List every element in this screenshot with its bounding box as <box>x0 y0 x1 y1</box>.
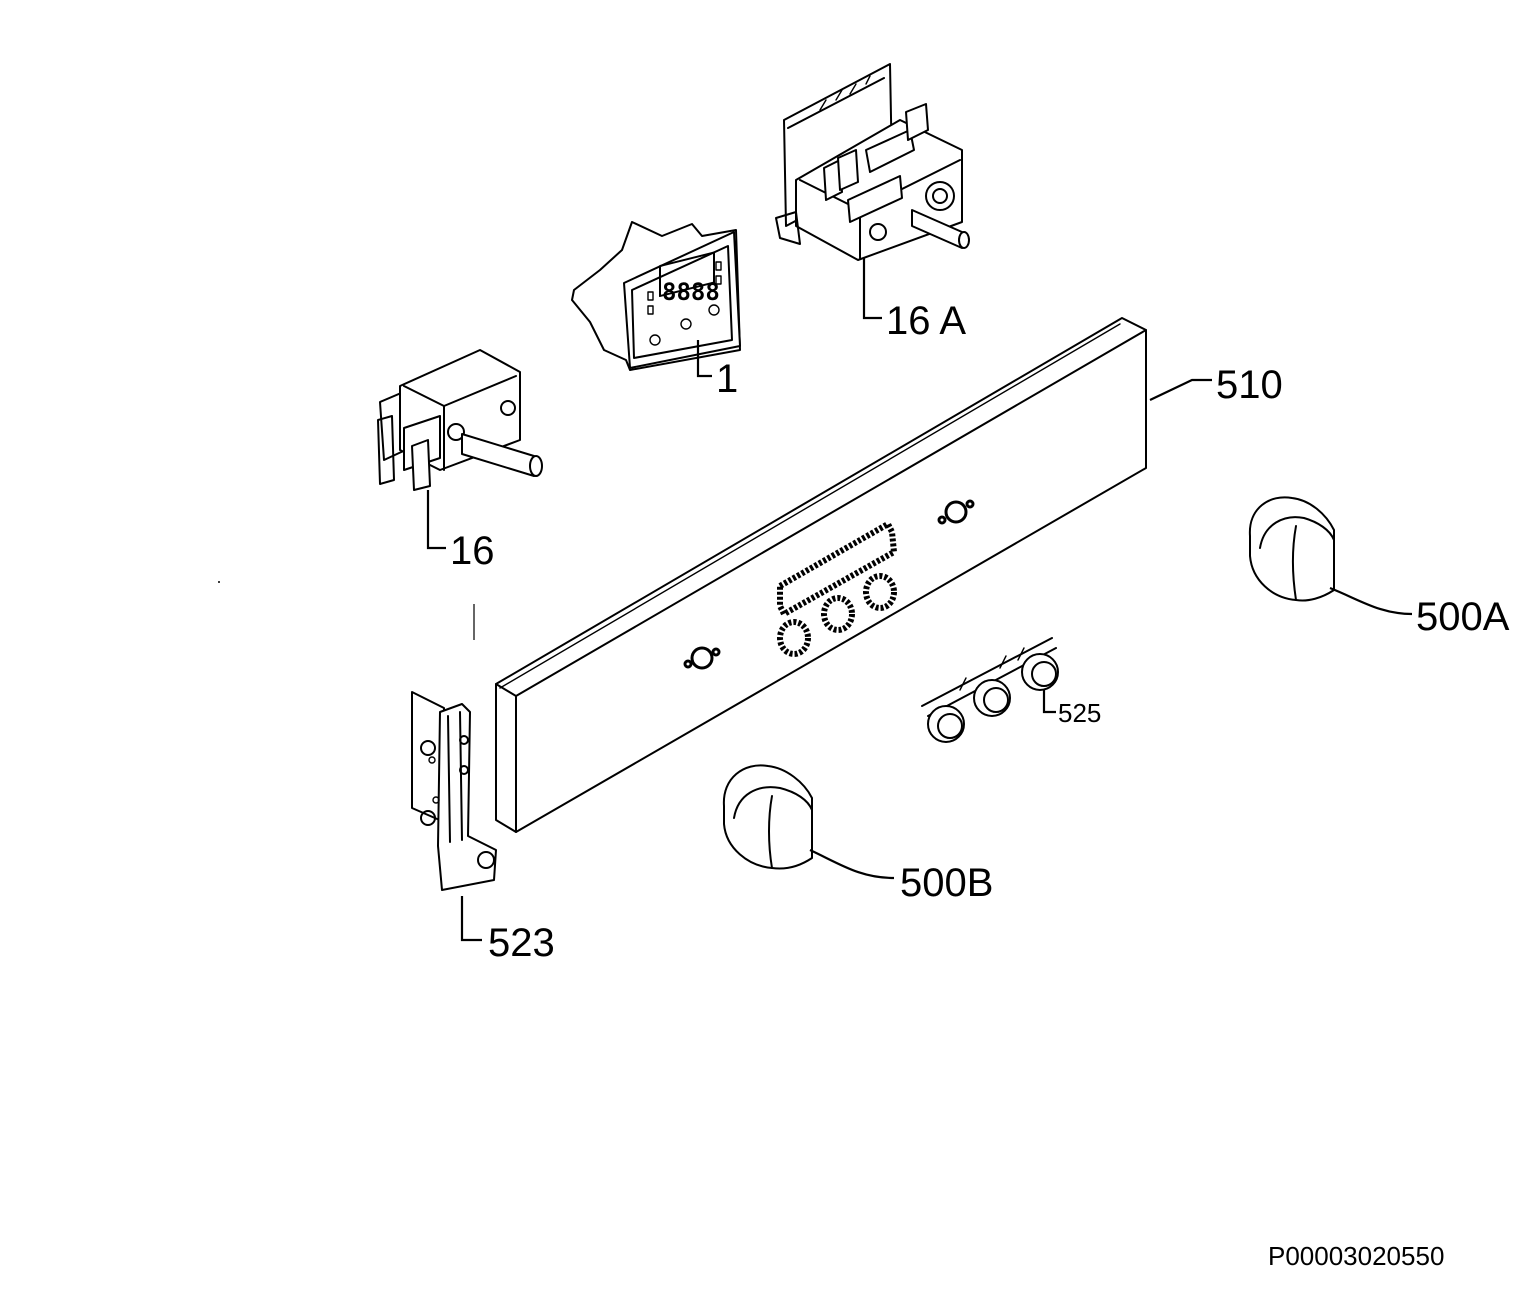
leader-500b <box>809 849 895 880</box>
label-510: 510 <box>1216 363 1283 407</box>
label-16a: 16 A <box>886 299 966 343</box>
timer-display-module: 8888 <box>571 221 741 371</box>
thermostat-switch-16 <box>377 349 543 491</box>
leader-16a <box>862 258 882 320</box>
knob-500a <box>1248 496 1335 602</box>
control-panel-510 <box>495 317 1147 833</box>
knob-500b <box>722 764 813 870</box>
push-buttons-525 <box>921 637 1059 743</box>
drawing-code: P00003020550 <box>1268 1241 1444 1271</box>
side-bracket-523 <box>411 691 497 891</box>
label-500a: 500A <box>1416 595 1510 639</box>
leader-510 <box>1149 378 1212 401</box>
leader-525 <box>1042 690 1056 714</box>
leader-500a <box>1329 586 1413 616</box>
leader-523 <box>460 896 482 942</box>
selector-switch-16a <box>775 63 970 261</box>
label-500b: 500B <box>900 861 993 905</box>
stray-dot <box>218 581 220 583</box>
leader-1 <box>696 340 712 378</box>
label-16: 16 <box>450 529 495 573</box>
label-523: 523 <box>488 921 555 965</box>
svg-text:8888: 8888 <box>662 278 720 306</box>
label-1: 1 <box>716 357 738 401</box>
label-525: 525 <box>1058 698 1101 728</box>
leader-16 <box>426 490 446 550</box>
